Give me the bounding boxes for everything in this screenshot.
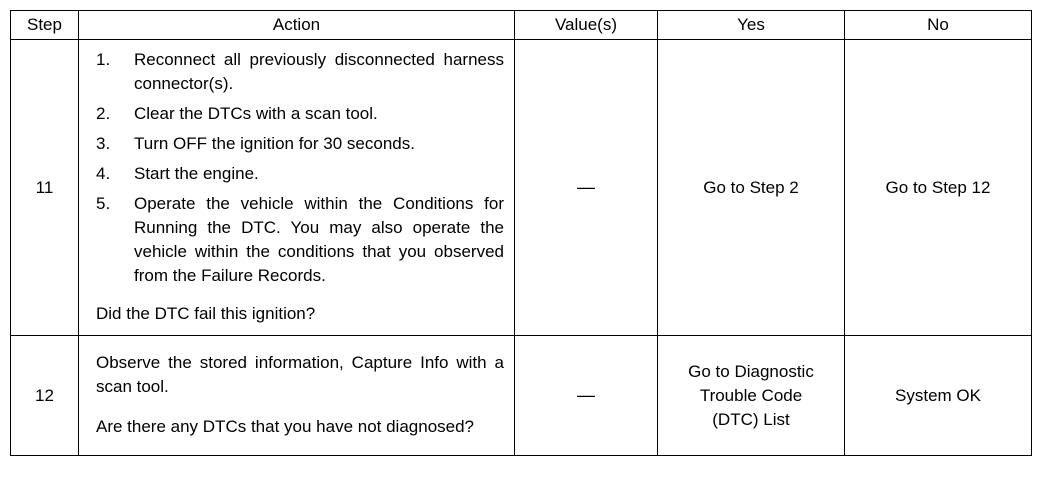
table-row: 12 Observe the stored information, Captu… (10, 335, 1032, 456)
item-text: Reconnect all previously disconnected ha… (134, 49, 504, 93)
list-item: 2. Clear the DTCs with a scan tool. (96, 102, 504, 126)
action-cell: 1. Reconnect all previously disconnected… (78, 39, 515, 336)
header-yes: Yes (657, 10, 845, 40)
item-number: 1. (96, 49, 111, 69)
step-number: 12 (10, 335, 79, 456)
item-text: Clear the DTCs with a scan tool. (134, 103, 378, 123)
yes-cell: Go to Step 2 (657, 39, 845, 336)
header-step: Step (10, 10, 79, 40)
item-number: 4. (96, 163, 111, 183)
header-no: No (844, 10, 1032, 40)
question-text: Did the DTC fail this ignition? (96, 303, 316, 323)
yes-text: Go to Diagnostic Trouble Code (DTC) List (658, 360, 844, 432)
item-number: 2. (96, 103, 111, 123)
no-cell: System OK (844, 335, 1032, 456)
item-text: Turn OFF the ignition for 30 seconds. (134, 133, 415, 153)
yes-line: Trouble Code (699, 385, 803, 405)
item-number: 5. (96, 193, 111, 213)
yes-line: Go to Diagnostic (688, 361, 814, 381)
item-text: Operate the vehicle within the Condition… (134, 193, 504, 285)
action-list: 1. Reconnect all previously disconnected… (96, 48, 504, 288)
header-row: Step Action Value(s) Yes No (10, 10, 1032, 40)
table-row: 11 1. Reconnect all previously disconnec… (10, 39, 1032, 336)
yes-line: (DTC) List (712, 409, 790, 429)
list-item: 4. Start the engine. (96, 162, 504, 186)
list-item: 1. Reconnect all previously disconnected… (96, 48, 504, 96)
value-cell: — (514, 335, 658, 456)
item-text: Start the engine. (134, 163, 259, 183)
no-cell: Go to Step 12 (844, 39, 1032, 336)
list-item: 3. Turn OFF the ignition for 30 seconds. (96, 132, 504, 156)
yes-cell: Go to Diagnostic Trouble Code (DTC) List (657, 335, 845, 456)
question-text: Are there any DTCs that you have not dia… (96, 416, 475, 436)
action-cell: Observe the stored information, Capture … (78, 335, 515, 456)
action-paragraph: Observe the stored information, Capture … (96, 352, 504, 396)
item-number: 3. (96, 133, 111, 153)
header-action: Action (78, 10, 515, 40)
diagnostic-table: Step Action Value(s) Yes No 11 1. Reconn… (10, 10, 1032, 456)
header-values: Value(s) (514, 10, 658, 40)
step-number: 11 (10, 39, 79, 336)
list-item: 5. Operate the vehicle within the Condit… (96, 192, 504, 288)
value-cell: — (514, 39, 658, 336)
